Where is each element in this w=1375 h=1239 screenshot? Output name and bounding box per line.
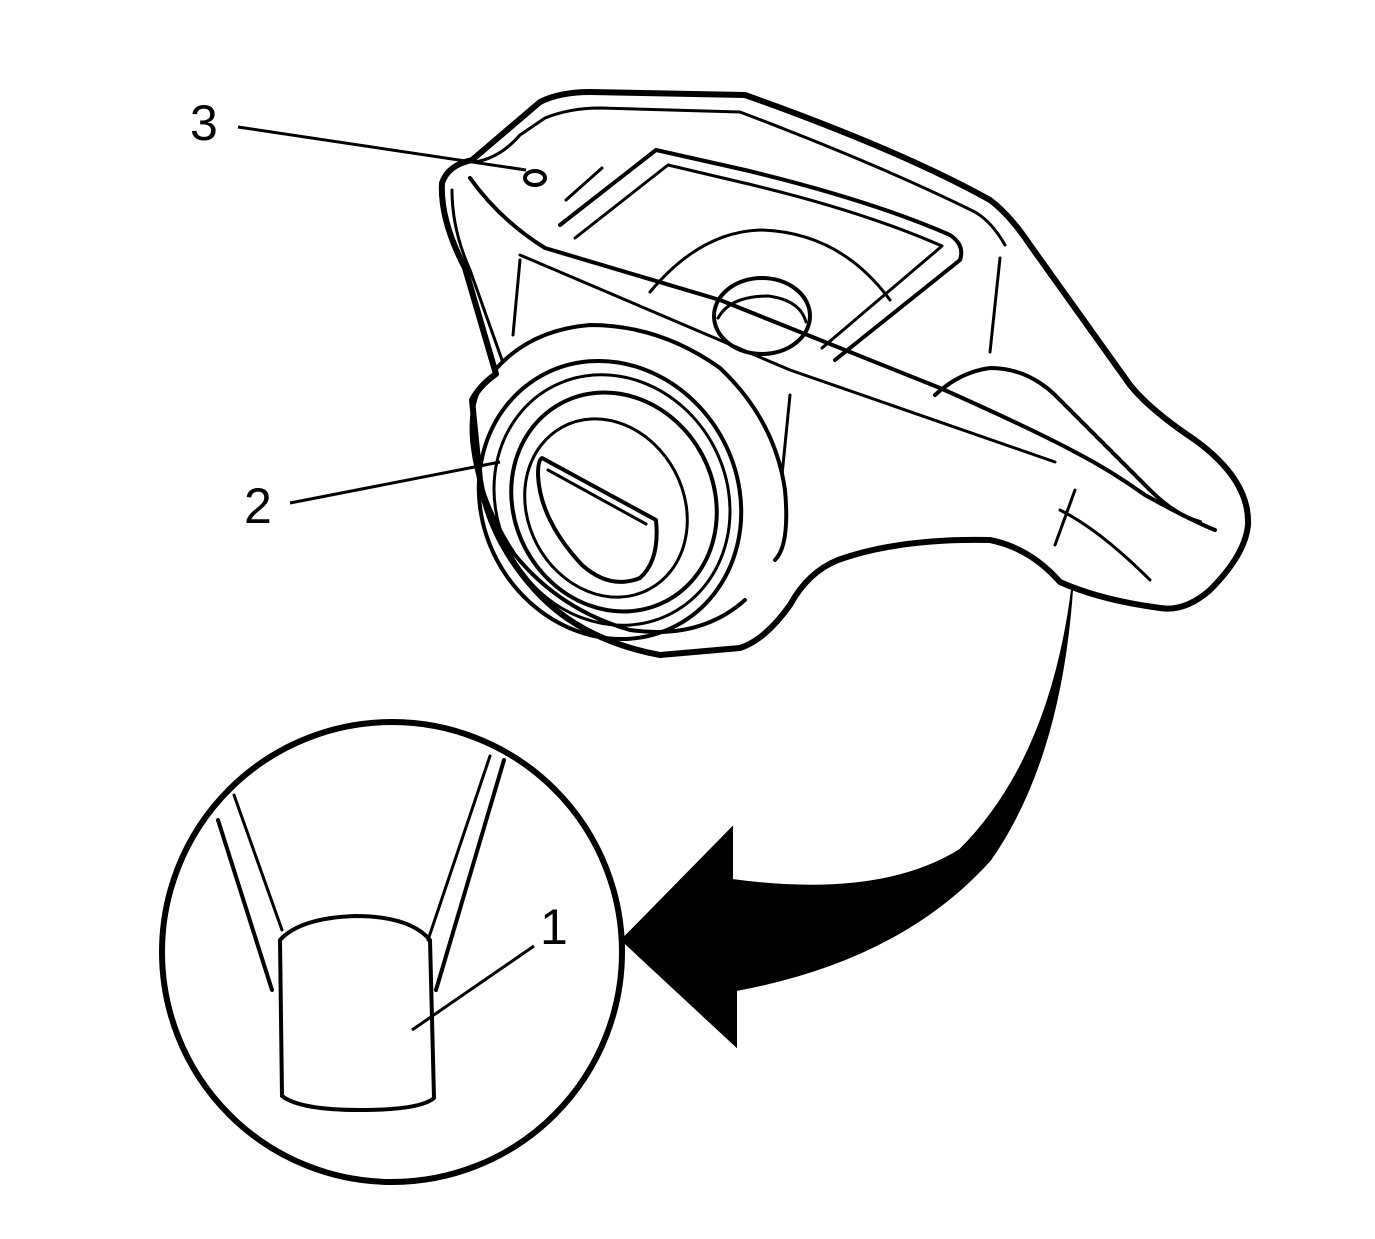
detail-arrow: [620, 589, 1073, 1049]
bearing-ring-3: [509, 390, 719, 614]
leader-2: [289, 460, 501, 505]
pocket-inner: [573, 163, 944, 350]
pushrod-socket-inner: [716, 294, 808, 324]
top-face-rim: [473, 106, 1007, 247]
detail-wear-pad: [278, 914, 436, 1112]
pushrod-socket: [712, 276, 812, 356]
leader-3: [237, 125, 527, 172]
front-bulge-left: [450, 188, 504, 362]
edge-line-2: [988, 256, 1002, 354]
rocker-arm-outline: [438, 89, 1252, 658]
detail-circle: [159, 719, 625, 1185]
callout-3-label: 3: [190, 95, 218, 151]
leader-1: [411, 944, 535, 1032]
edge-line-3: [780, 393, 792, 477]
bearing-ring-4: [523, 417, 689, 599]
detail-view: [159, 719, 625, 1185]
detail-pad-left-edge: [216, 818, 274, 992]
rocker-arm: [438, 89, 1252, 658]
bolt-hole: [536, 456, 659, 584]
pushrod-seat: [648, 228, 892, 302]
side-ridge-lower: [518, 253, 1057, 464]
edge-line-5: [564, 166, 604, 202]
bearing-ring-2: [492, 373, 732, 627]
bearing-ring-outer: [476, 358, 744, 642]
tip-upper: [933, 366, 1202, 524]
oil-hole: [523, 169, 547, 187]
tip-lower: [1058, 508, 1152, 582]
callout-2-label: 2: [244, 478, 272, 534]
detail-pad-right-edge-inner: [426, 754, 492, 942]
pocket-rim: [558, 148, 964, 362]
detail-pad-right-edge: [434, 758, 506, 992]
side-ridge: [468, 176, 1217, 532]
trunnion-boss: [493, 323, 789, 562]
edge-line-1: [511, 258, 522, 337]
callout-1-label: 1: [540, 899, 568, 955]
trunnion-boss-front: [469, 390, 747, 634]
detail-pad-left-edge-inner: [232, 793, 284, 932]
bolt-hole-inner: [546, 468, 648, 526]
edge-line-4: [1053, 488, 1077, 547]
